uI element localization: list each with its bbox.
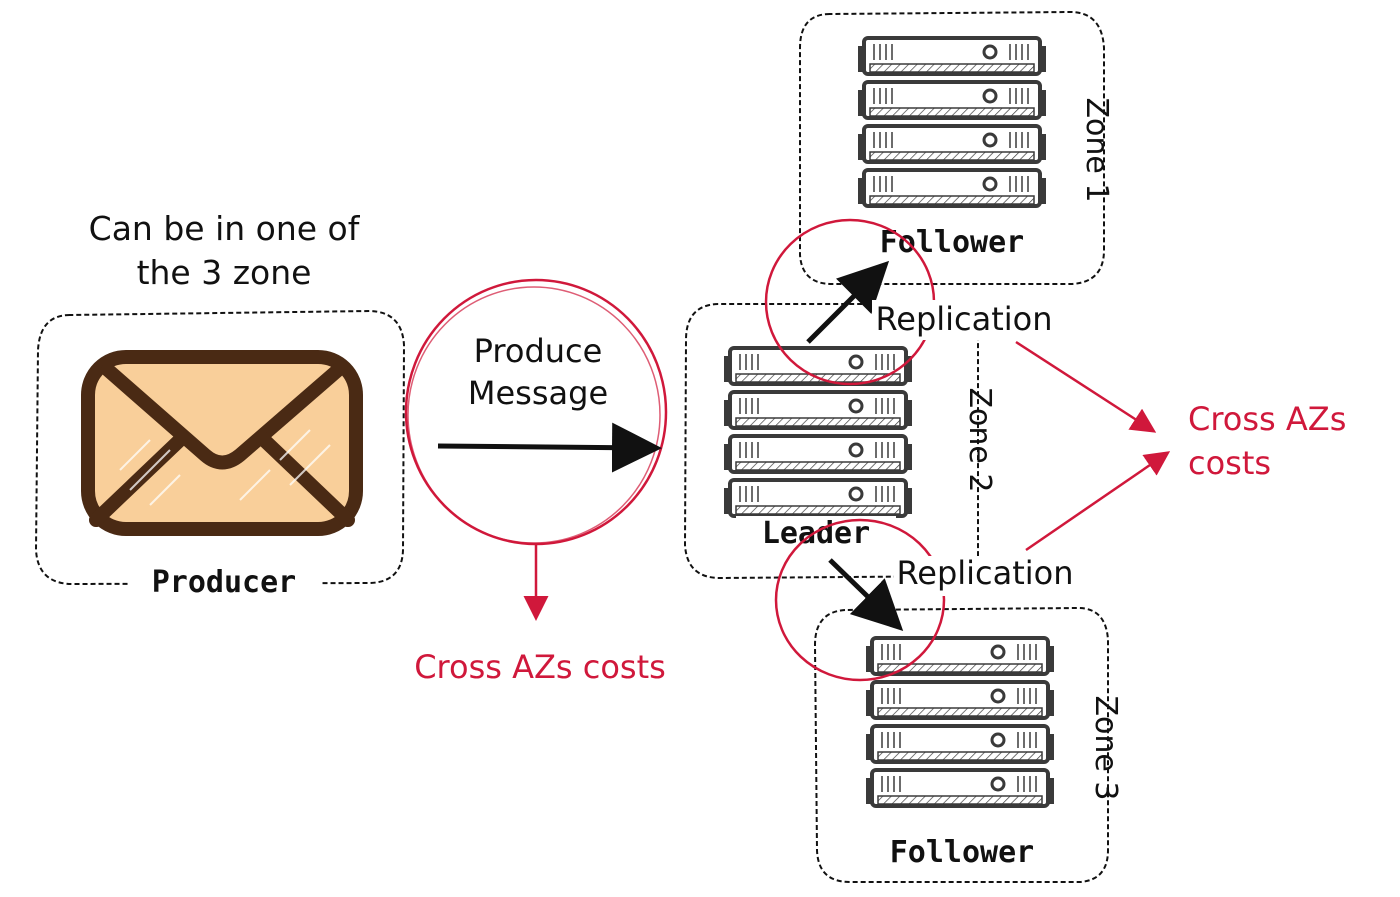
produce-line1: Produce <box>474 332 603 370</box>
replication-bottom-arrow <box>828 558 904 631</box>
producer-group: Can be in one of the 3 zone Producer <box>34 209 406 600</box>
produce-cost-label: Cross AZs costs <box>414 648 666 686</box>
zone1-label: Zone 1 <box>1079 98 1114 203</box>
zone3-group: Zone 3 Follower <box>813 606 1123 883</box>
zone3-label: Zone 3 <box>1088 696 1123 801</box>
replication-top-arrow <box>806 260 890 344</box>
producer-note-line1: Can be in one of <box>89 209 361 248</box>
zone1-group: Zone 1 Follower <box>799 10 1114 285</box>
cross-az-arrow-bottom <box>1025 451 1171 552</box>
replication-top-label: Replication <box>875 300 1052 338</box>
leader-server-icon <box>722 346 914 518</box>
replication-bottom-group: Replication <box>774 518 1076 682</box>
zone2-dashed-box <box>683 303 979 580</box>
follower-top-label: Follower <box>880 225 1025 260</box>
leader-label: Leader <box>762 516 870 551</box>
producer-note-line2: the 3 zone <box>137 253 312 292</box>
producer-label: Producer <box>152 565 297 600</box>
replication-top-group: Replication <box>764 218 1054 386</box>
cross-az-group: Cross AZs costs <box>1015 340 1346 552</box>
follower-bottom-server-icon <box>864 636 1056 808</box>
cross-az-line2: costs <box>1188 444 1271 482</box>
follower-bottom-label: Follower <box>890 835 1035 870</box>
replication-bottom-red-circle <box>774 518 946 682</box>
zone1-dashed-box <box>799 10 1105 285</box>
zone3-dashed-box <box>813 606 1109 883</box>
zone2-label: Zone 2 <box>962 388 997 493</box>
produce-message-group: Produce Message Cross AZs costs <box>404 278 668 686</box>
produce-arrow <box>437 422 662 473</box>
produce-red-circle <box>404 278 668 546</box>
produce-line2: Message <box>468 374 608 412</box>
cross-az-arrow-top <box>1015 340 1157 433</box>
zone2-group: Zone 2 Leader <box>683 303 997 580</box>
replication-bottom-label: Replication <box>896 554 1073 592</box>
envelope-icon <box>81 350 363 536</box>
follower-top-server-icon <box>856 36 1048 208</box>
cross-az-line1: Cross AZs <box>1188 400 1346 438</box>
